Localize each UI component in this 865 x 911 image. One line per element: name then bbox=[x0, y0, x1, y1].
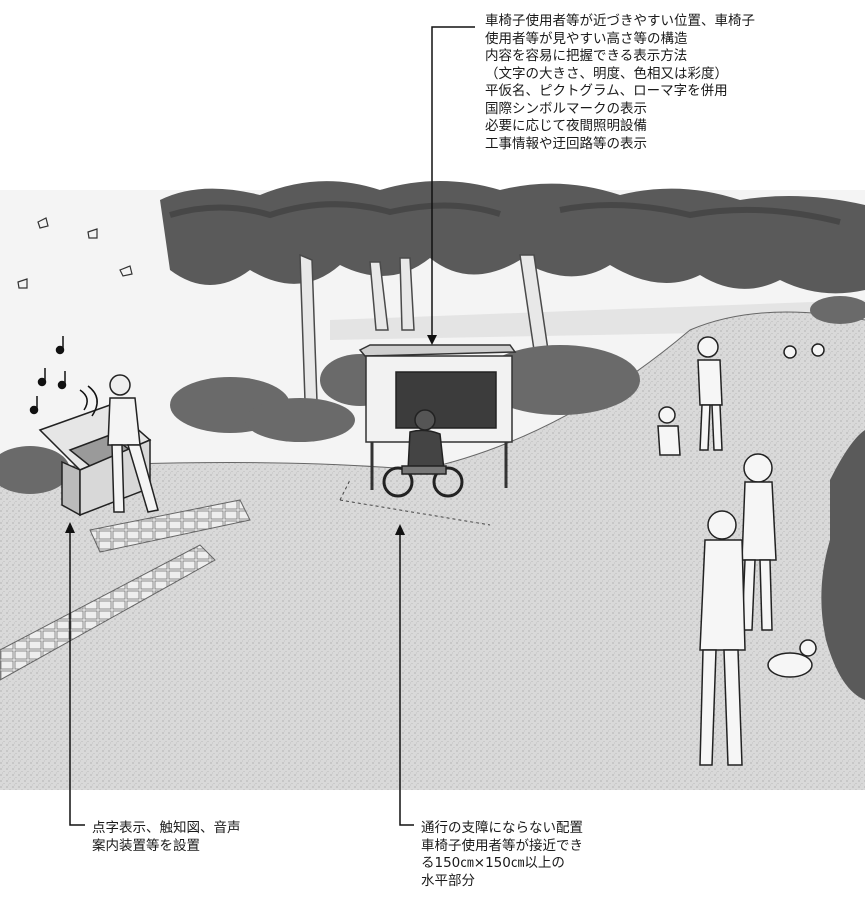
callout-line: 平仮名、ピクトグラム、ローマ字を併用 bbox=[485, 83, 728, 99]
callout-line: 水平部分 bbox=[421, 872, 475, 889]
callout-line: 必要に応じて夜間照明設備 bbox=[485, 118, 647, 134]
callout-line: （文字の大きさ、明度、色相又は彩度） bbox=[485, 65, 728, 82]
callout-line: 通行の支障にならない配置 bbox=[421, 820, 583, 836]
tree-canopies bbox=[160, 181, 865, 294]
pedestrians bbox=[657, 336, 825, 766]
bottom-left-leader-line bbox=[69, 530, 85, 826]
approach-area-outline bbox=[339, 479, 491, 526]
wheelchair-user bbox=[382, 409, 464, 498]
wheelchair-space-callout: 通行の支障にならない配置 車椅子使用者等が接近でき る150㎝×150㎝以上の … bbox=[421, 820, 583, 890]
callout-line: 使用者等が見やすい高さ等の構造 bbox=[485, 30, 688, 47]
information-sign-board bbox=[358, 344, 517, 490]
callout-line: 車椅子使用者等が接近でき bbox=[421, 837, 583, 854]
callout-line: 案内装置等を設置 bbox=[92, 837, 200, 854]
tactile-paving bbox=[0, 499, 251, 681]
leader-lines bbox=[69, 26, 475, 826]
tactile-guide-callout: 点字表示、触知図、音声 案内装置等を設置 bbox=[92, 820, 241, 855]
right-foliage bbox=[821, 430, 865, 700]
tree-trunks bbox=[299, 253, 549, 431]
callout-line: 点字表示、触知図、音声 bbox=[92, 820, 241, 836]
callout-line: 内容を容易に把握できる表示方法 bbox=[485, 48, 688, 64]
top-leader-line bbox=[431, 26, 475, 340]
leader-arrowheads bbox=[65, 335, 437, 535]
callout-line: る150㎝×150㎝以上の bbox=[421, 855, 565, 871]
bottom-center-leader-line bbox=[399, 532, 414, 826]
callout-line: 国際シンボルマークの表示 bbox=[485, 100, 647, 117]
man-at-guide-stand bbox=[107, 374, 159, 513]
sound-notes bbox=[29, 336, 98, 417]
signage-requirements-callout: 車椅子使用者等が近づきやすい位置、車椅子 使用者等が見やすい高さ等の構造 内容を… bbox=[485, 13, 755, 153]
callout-line: 工事情報や迂回路等の表示 bbox=[485, 135, 647, 152]
butterflies bbox=[17, 217, 133, 289]
callout-line: 車椅子使用者等が近づきやすい位置、車椅子 bbox=[485, 13, 755, 29]
